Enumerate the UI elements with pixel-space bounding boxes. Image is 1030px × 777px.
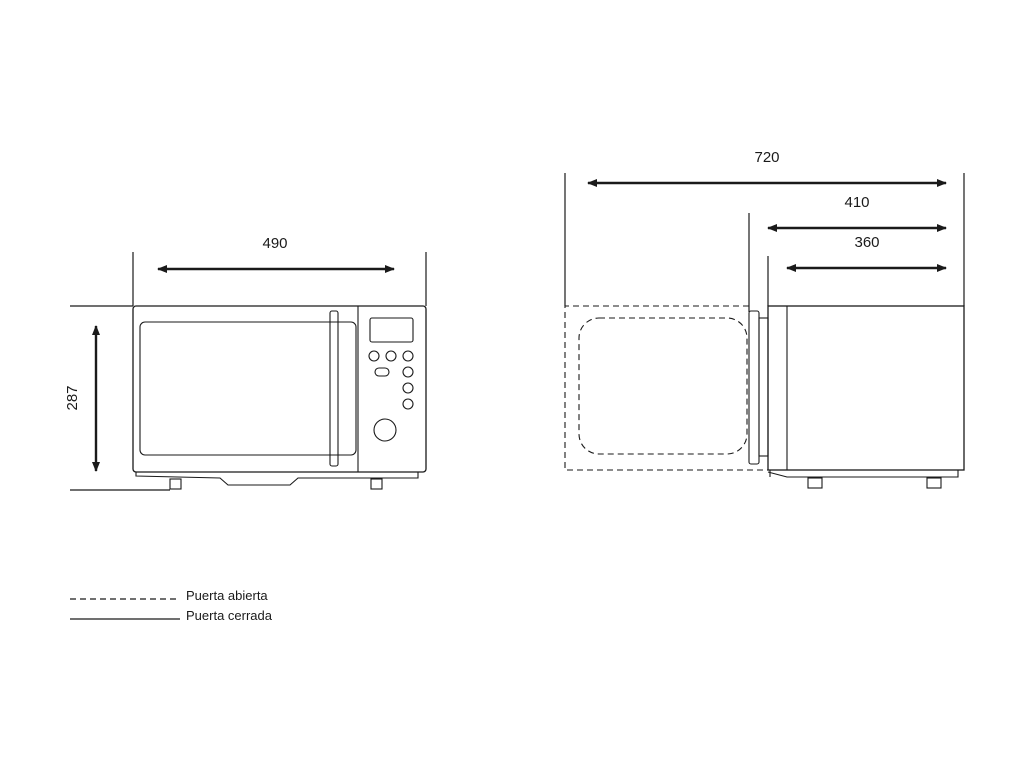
- side-view: 720 410 360: [564, 149, 965, 489]
- display-screen: [369, 317, 414, 343]
- legend-closed-door-label: Puerta cerrada: [186, 608, 273, 623]
- dial-knob: [373, 418, 397, 442]
- open-door-outline: [564, 305, 768, 471]
- open-door-window-outline: [578, 317, 748, 455]
- width-label: 490: [262, 235, 287, 252]
- door-handle: [329, 310, 339, 467]
- control-button: [385, 350, 397, 362]
- microwave-body: [132, 305, 427, 473]
- side-foot-back: [926, 477, 942, 489]
- front-view: 490 287: [64, 235, 427, 491]
- foot-right: [370, 478, 383, 490]
- door-window: [139, 321, 357, 456]
- control-button: [368, 350, 380, 362]
- base-plate: [135, 472, 419, 486]
- legend: Puerta abierta Puerta cerrada: [70, 588, 273, 623]
- foot-left: [169, 478, 182, 490]
- control-button: [402, 382, 414, 394]
- side-base: [767, 470, 959, 478]
- control-button: [402, 350, 414, 362]
- control-button: [402, 398, 414, 410]
- microwave-side-body: [767, 305, 965, 471]
- door-profile: [748, 310, 760, 465]
- depth-with-door-label: 410: [844, 194, 869, 211]
- total-depth-label: 720: [754, 149, 779, 166]
- side-foot-front: [807, 477, 823, 489]
- height-label: 287: [64, 385, 81, 410]
- control-button: [402, 366, 414, 378]
- body-depth-label: 360: [854, 234, 879, 251]
- legend-open-door-label: Puerta abierta: [186, 588, 268, 603]
- door-hinge-edge: [758, 317, 769, 457]
- control-button-oval: [374, 367, 390, 377]
